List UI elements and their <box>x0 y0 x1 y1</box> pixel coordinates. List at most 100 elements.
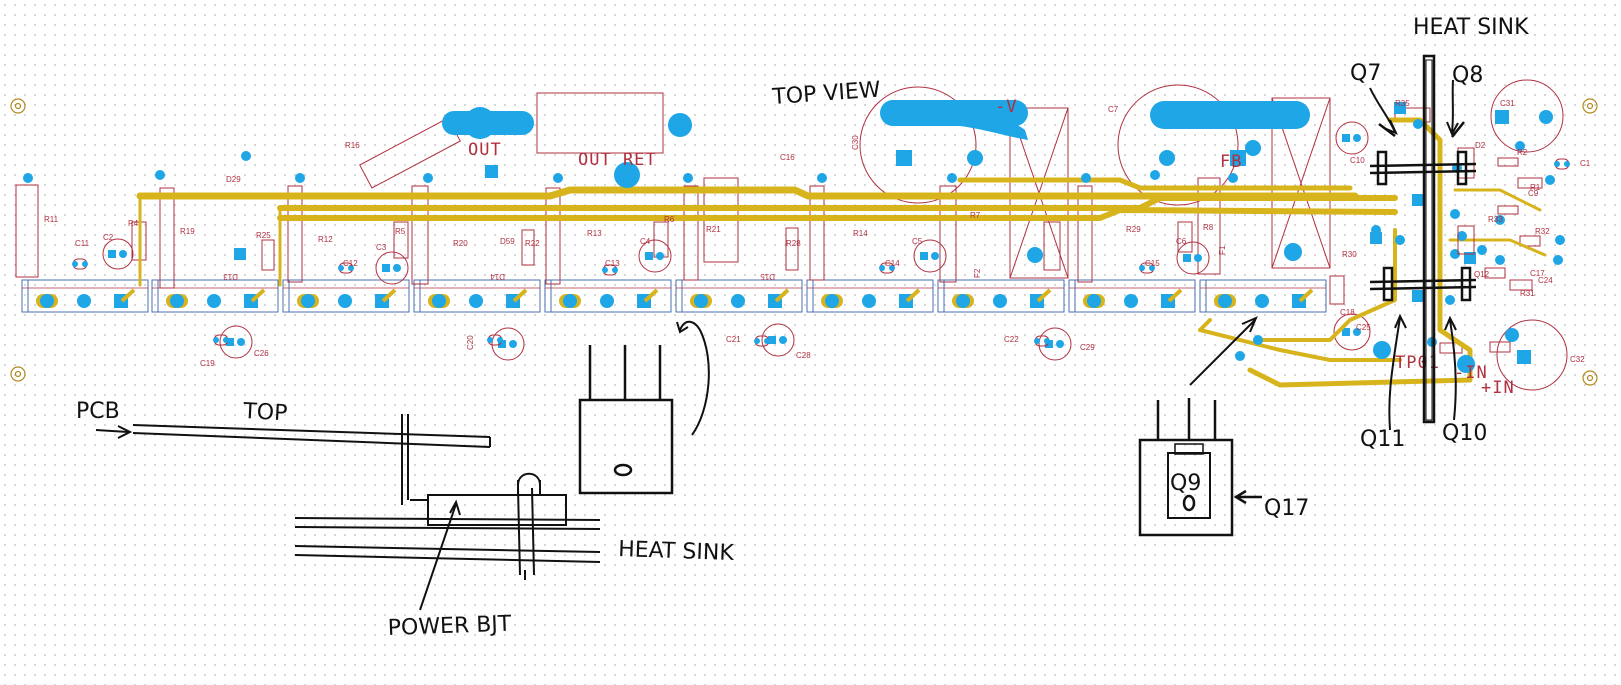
pcb-label-minus-in: -IN <box>1454 363 1488 383</box>
resistor-outline <box>1197 177 1221 275</box>
ref-r22: R22 <box>525 239 540 248</box>
resistor-outline <box>1077 185 1093 283</box>
capacitor-pad-round <box>237 338 245 346</box>
ref-c29: C29 <box>1080 343 1095 352</box>
chip-capacitor-pad <box>213 337 219 343</box>
resistor-outline <box>785 227 799 271</box>
capacitor-pad-round <box>931 252 939 260</box>
via-pad <box>553 173 563 183</box>
pcb-label-tp: TP01 <box>1395 353 1440 373</box>
square-pad <box>1464 252 1476 264</box>
chip-capacitor-pad <box>1564 161 1570 167</box>
chip-capacitor-pad <box>1034 338 1040 344</box>
pcb-label-fb: FB <box>1220 152 1242 172</box>
ref-r6: R6 <box>664 215 675 224</box>
capacitor-pad-square <box>920 252 928 260</box>
ref-r20: R20 <box>453 239 468 248</box>
ref-r14: R14 <box>853 229 868 238</box>
small-capacitor-outline <box>219 325 253 359</box>
resistor-outline-small <box>1497 205 1519 215</box>
large-capacitors <box>859 79 1568 391</box>
via-pad <box>155 170 165 180</box>
square-pad <box>234 248 246 260</box>
capacitor-pad-round <box>1056 340 1064 348</box>
ref-c25: C25 <box>1356 323 1371 332</box>
ref-c28: C28 <box>796 351 811 360</box>
transistor-footprint <box>675 279 803 313</box>
transistor-pin-pad <box>1124 294 1138 308</box>
ref-r13: R13 <box>587 229 602 238</box>
ref-c32: C32 <box>1570 355 1585 364</box>
annotation-q9-body: Q9 <box>1170 471 1201 496</box>
transistor-footprint <box>1199 279 1327 313</box>
small-capacitor-outlines <box>72 121 1570 361</box>
capacitor-pad-round <box>393 264 401 272</box>
transistor-pin-pad <box>993 294 1007 308</box>
large-pads <box>442 100 1553 373</box>
capacitor-pad-square <box>645 252 653 260</box>
ref-c15: C15 <box>1145 259 1160 268</box>
annotation-q10: Q10 <box>1442 421 1487 446</box>
pads <box>23 102 1565 361</box>
out-ret-terminal-outline <box>536 92 664 154</box>
resistor-outline <box>261 239 275 271</box>
small-capacitor-outline <box>491 327 525 361</box>
resistor-outline-small <box>1484 267 1506 279</box>
small-capacitor-outline <box>1333 313 1371 351</box>
ref-c12: C12 <box>343 259 358 268</box>
ref-d15: D15 <box>760 272 775 281</box>
ref-r2: R2 <box>1517 148 1528 157</box>
ref-c16: C16 <box>780 153 795 162</box>
capacitor-pad-round <box>1353 134 1361 142</box>
chip-capacitor-pad <box>1149 265 1155 271</box>
resistor-outline <box>653 221 669 258</box>
chip-capacitor-pad <box>612 267 618 273</box>
transistor-pin-pad <box>731 294 745 308</box>
capacitor-pad-round <box>1194 254 1202 262</box>
via-pad <box>947 173 957 183</box>
ref-c19: C19 <box>200 359 215 368</box>
resistor-outlines <box>15 107 1543 354</box>
ref-d13: D13 <box>223 272 238 281</box>
via-pad <box>1457 231 1467 241</box>
resistor-outline <box>683 185 699 281</box>
chip-capacitor-pad <box>1554 161 1560 167</box>
ref-c30: C30 <box>851 135 860 150</box>
resistor-outline <box>1043 221 1061 271</box>
ref-r35: R35 <box>1395 99 1410 108</box>
annotation-power-bjt: POWER BJT <box>387 612 512 641</box>
via-pad <box>1450 209 1460 219</box>
ref-c1: C1 <box>1580 159 1591 168</box>
transistor-footprint <box>937 279 1065 313</box>
transistor-pin-trace <box>1298 288 1314 303</box>
transistor-row <box>21 279 1327 313</box>
transistor-footprint <box>544 279 672 313</box>
transistor-pin-pad <box>600 294 614 308</box>
capacitor-pad-square <box>1045 340 1053 348</box>
transistor-pin-trace <box>774 288 790 303</box>
via-pad <box>1413 119 1423 129</box>
via-pad <box>1515 141 1525 151</box>
via-pad <box>1495 215 1505 225</box>
pcb-label-out-ret: OUT RET <box>578 150 657 170</box>
transistor-pin-pad <box>1255 294 1269 308</box>
transistor-sketch <box>578 345 674 495</box>
ref-c4: C4 <box>640 237 651 246</box>
via-pad <box>423 173 433 183</box>
ref-c20: C20 <box>466 335 475 350</box>
via-pad <box>1555 235 1565 245</box>
annotation-q8: Q8 <box>1452 63 1483 88</box>
chip-capacitor-pad <box>348 265 354 271</box>
transistor-pin-pad <box>207 294 221 308</box>
ref-c31: C31 <box>1500 99 1515 108</box>
transistor-footprint <box>413 279 541 313</box>
resistor-outline-small <box>1517 177 1543 189</box>
transistor-pin-pad <box>40 294 54 308</box>
ink-arrows <box>676 79 1459 436</box>
square-pad <box>1412 194 1424 206</box>
small-capacitor-outline <box>1038 327 1072 361</box>
ref-r31: R31 <box>1520 289 1535 298</box>
annotation-q7: Q7 <box>1350 61 1381 86</box>
ref-r5: R5 <box>395 227 406 236</box>
capacitor-pad-square <box>498 340 506 348</box>
